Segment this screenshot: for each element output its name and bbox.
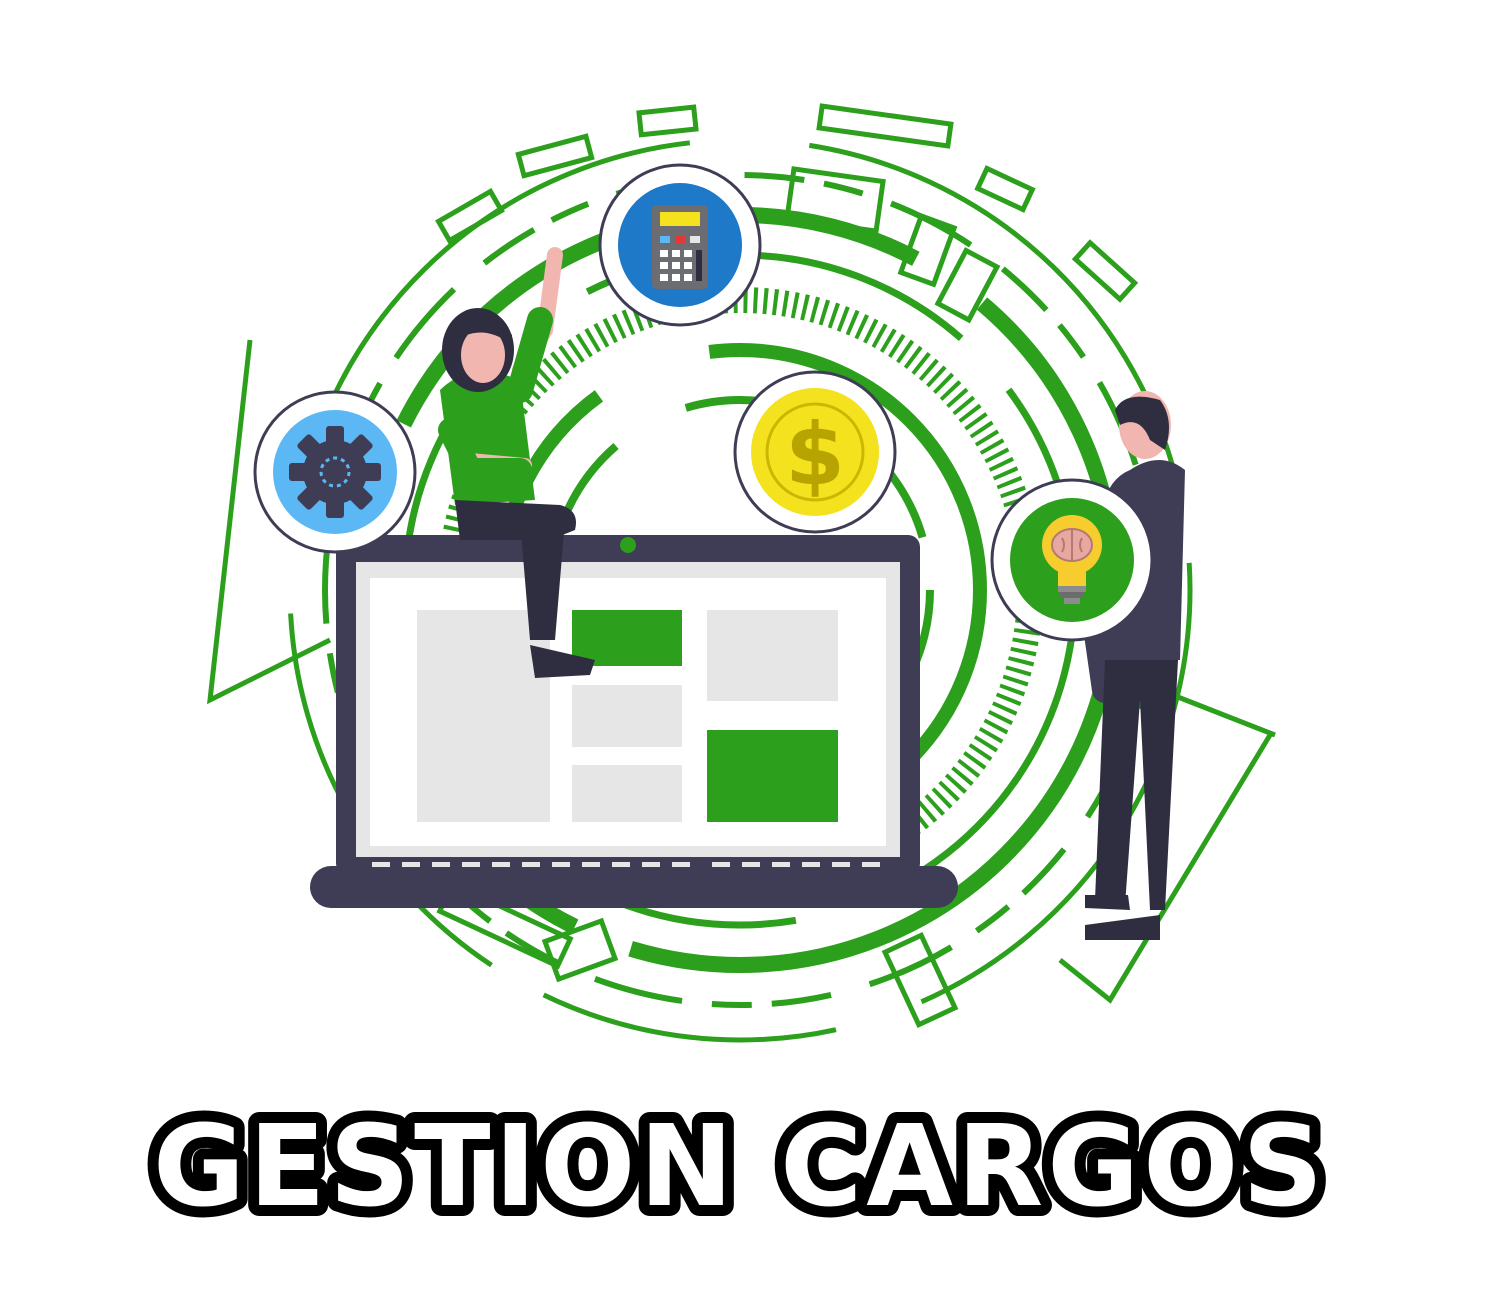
screen-panel xyxy=(572,685,682,747)
ring-fragment xyxy=(1058,733,1273,1004)
screen-panel xyxy=(707,610,838,701)
screen-panel-green xyxy=(707,730,838,822)
dollar-coin-icon: $ xyxy=(733,370,897,534)
coin-symbol: $ xyxy=(785,405,845,505)
woman-figure xyxy=(438,247,595,678)
screen-panel-green xyxy=(572,610,682,666)
page-title: GESTION CARGOS xyxy=(153,1102,1327,1232)
calculator-icon xyxy=(598,163,762,327)
laptop-base xyxy=(310,866,958,908)
ring-tabs xyxy=(435,103,1139,1029)
laptop-keys xyxy=(372,862,880,867)
gear-icon xyxy=(253,390,417,554)
screen-panel xyxy=(417,610,550,822)
lightbulb-brain-icon xyxy=(990,478,1154,642)
ring-fragment xyxy=(207,339,332,705)
outer-ring xyxy=(287,137,1193,1043)
laptop xyxy=(310,535,958,908)
screen-panel xyxy=(572,765,682,822)
laptop-camera xyxy=(620,537,636,553)
